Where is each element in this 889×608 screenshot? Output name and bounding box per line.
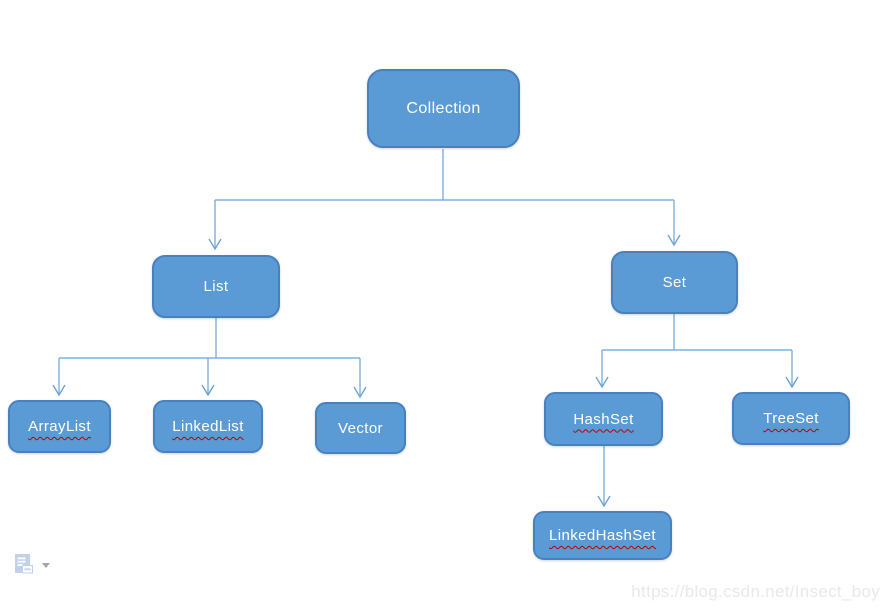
node-linkedlist[interactable]: LinkedList bbox=[153, 400, 263, 453]
node-hashset[interactable]: HashSet bbox=[544, 392, 663, 446]
dropdown-caret-icon[interactable] bbox=[42, 563, 50, 568]
node-collection[interactable]: Collection bbox=[367, 69, 520, 148]
node-linkedhashset[interactable]: LinkedHashSet bbox=[533, 511, 672, 560]
node-treeset-label: TreeSet bbox=[763, 410, 819, 427]
node-collection-label: Collection bbox=[406, 99, 481, 117]
node-linkedlist-label: LinkedList bbox=[172, 418, 244, 435]
node-set-label: Set bbox=[662, 274, 687, 291]
node-list-label: List bbox=[203, 278, 229, 295]
node-vector[interactable]: Vector bbox=[315, 402, 406, 454]
node-set[interactable]: Set bbox=[611, 251, 738, 314]
node-hashset-label: HashSet bbox=[573, 410, 634, 428]
node-treeset[interactable]: TreeSet bbox=[732, 392, 850, 445]
paste-options-document-icon[interactable] bbox=[14, 553, 34, 576]
node-list[interactable]: List bbox=[152, 255, 280, 318]
node-arraylist-label: ArrayList bbox=[28, 418, 91, 435]
node-vector-label: Vector bbox=[338, 419, 383, 437]
node-arraylist[interactable]: ArrayList bbox=[8, 400, 111, 453]
watermark: https://blog.csdn.net/Insect_boy bbox=[631, 582, 880, 601]
paste-options-button[interactable] bbox=[14, 553, 50, 576]
node-linkedhashset-label: LinkedHashSet bbox=[549, 527, 656, 544]
